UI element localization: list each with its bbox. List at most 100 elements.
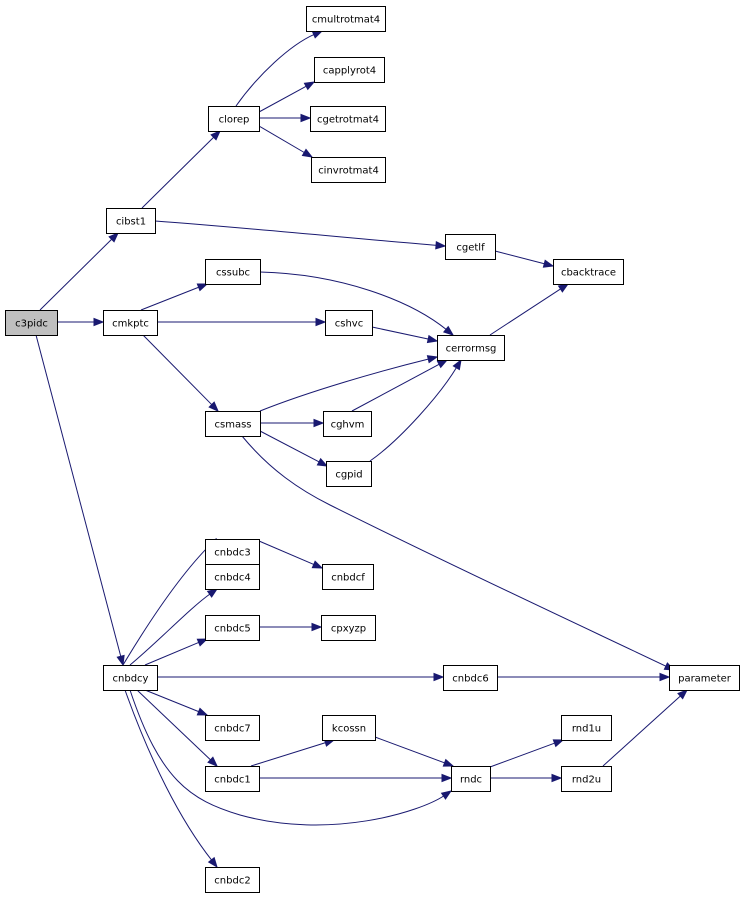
node-box [106, 208, 156, 234]
node-parameter[interactable]: parameter [669, 665, 740, 691]
node-cnbdcy[interactable]: cnbdcy [103, 665, 158, 691]
node-box [205, 766, 260, 792]
edge-c3pidc-to-cibst1 [39, 232, 119, 311]
node-cnbdc4[interactable]: cnbdc4 [205, 564, 260, 590]
node-box [326, 461, 372, 487]
node-label: kcossn [332, 724, 366, 735]
node-label: rnd2u [572, 775, 601, 786]
node-cssubc[interactable]: cssubc [205, 259, 261, 285]
node-cinvrotmat4[interactable]: cinvrotmat4 [311, 157, 386, 183]
node-cgetlf[interactable]: cgetlf [445, 234, 496, 260]
node-cmultrotmat4[interactable]: cmultrotmat4 [306, 6, 386, 32]
node-cnbdc6[interactable]: cnbdc6 [443, 665, 498, 691]
edge-csmass-to-cerrormsg [259, 355, 439, 412]
edge-cnbdcy-to-cnbdc2 [124, 689, 218, 869]
edge-kcossn-to-rndc [374, 736, 455, 767]
node-cpxyzp[interactable]: cpxyzp [321, 615, 376, 641]
node-box [561, 715, 612, 741]
edge-cnbdcy-to-cnbdc3 [122, 538, 217, 666]
edge-cmkptc-to-cssubc [140, 283, 209, 311]
edge-cnbdc1-to-rndc [259, 773, 453, 783]
edge-cgetlf-to-cbacktrace [494, 250, 555, 268]
node-box [321, 615, 376, 641]
edge-clorep-to-cinvrotmat4 [258, 125, 314, 158]
node-layer: c3pidc cibst1 clorep cmultrotmat4 capplyrot4… [5, 6, 740, 893]
node-label: cpxyzp [331, 624, 366, 635]
edge-cghvm-to-cerrormsg [351, 359, 449, 412]
edge-rndc-to-rnd1u [489, 739, 565, 768]
node-clorep[interactable]: clorep [208, 106, 260, 132]
node-label: cgpid [335, 470, 362, 481]
node-box [669, 665, 740, 691]
node-label: cnbdcf [331, 573, 365, 584]
edge-rnd2u-to-parameter [602, 689, 689, 767]
node-box [437, 335, 505, 361]
node-cbacktrace[interactable]: cbacktrace [553, 259, 624, 285]
node-label: cnbdc1 [214, 775, 250, 786]
edge-csmass-to-parameter [241, 435, 676, 671]
node-label: rndc [460, 775, 482, 786]
node-box [5, 310, 58, 336]
node-label: cbacktrace [561, 268, 616, 279]
node-label: cmkptc [112, 319, 149, 330]
edge-cnbdcy-to-cnbdc4 [129, 588, 219, 666]
node-cghvm[interactable]: cghvm [323, 411, 372, 437]
edge-cnbdcy-to-rndc [129, 689, 453, 826]
edge-cnbdcy-to-cnbdc6 [157, 672, 445, 682]
node-cnbdc7[interactable]: cnbdc7 [205, 715, 260, 741]
edge-cnbdcy-to-cnbdc1 [136, 689, 219, 767]
node-cmkptc[interactable]: cmkptc [103, 310, 158, 336]
node-label: cssubc [216, 268, 250, 279]
node-cnbdcf[interactable]: cnbdcf [322, 564, 374, 590]
edge-cssubc-to-cerrormsg [259, 271, 455, 336]
node-label: cibst1 [116, 217, 146, 228]
node-box [553, 259, 624, 285]
node-box [322, 564, 374, 590]
edge-cnbdc6-to-parameter [497, 672, 671, 682]
node-rndc[interactable]: rndc [451, 766, 491, 792]
node-label: cnbdc3 [214, 548, 250, 559]
node-box [103, 665, 158, 691]
node-cnbdc3[interactable]: cnbdc3 [205, 539, 260, 565]
node-label: csmass [215, 420, 252, 431]
node-cnbdc5[interactable]: cnbdc5 [205, 615, 260, 641]
node-box [103, 310, 158, 336]
node-cshvc[interactable]: cshvc [325, 310, 373, 336]
node-box [443, 665, 498, 691]
edge-csmass-to-cgpid [259, 430, 329, 467]
node-rnd2u[interactable]: rnd2u [561, 766, 612, 792]
edge-cnbdc5-to-cpxyzp [259, 622, 323, 632]
node-label: cmultrotmat4 [312, 15, 380, 26]
node-cgpid[interactable]: cgpid [326, 461, 372, 487]
edge-cmkptc-to-cshvc [157, 317, 327, 327]
node-kcossn[interactable]: kcossn [322, 715, 376, 741]
node-label: capplyrot4 [323, 66, 376, 77]
node-box [205, 564, 260, 590]
node-box [314, 57, 385, 83]
node-rnd1u[interactable]: rnd1u [561, 715, 612, 741]
node-box [205, 867, 260, 893]
node-cgetrotmat4[interactable]: cgetrotmat4 [310, 106, 386, 132]
node-label: cnbdcy [113, 674, 149, 685]
node-label: cgetrotmat4 [317, 115, 379, 126]
node-capplyrot4[interactable]: capplyrot4 [314, 57, 385, 83]
node-cnbdc2[interactable]: cnbdc2 [205, 867, 260, 893]
node-box [323, 411, 372, 437]
node-cnbdc1[interactable]: cnbdc1 [205, 766, 260, 792]
node-box [561, 766, 612, 792]
edge-c3pidc-to-cnbdcy [35, 334, 125, 667]
node-c3pidc[interactable]: c3pidc [5, 310, 58, 336]
edge-cibst1-to-clorep [141, 130, 221, 209]
node-csmass[interactable]: csmass [205, 411, 261, 437]
edge-cgpid-to-cerrormsg [369, 358, 462, 462]
edge-cmkptc-to-csmass [142, 334, 219, 412]
node-box [306, 6, 386, 32]
node-cibst1[interactable]: cibst1 [106, 208, 156, 234]
node-label: cnbdc2 [214, 876, 250, 887]
edge-cibst1-to-cgetlf [154, 220, 447, 250]
node-label: cinvrotmat4 [318, 166, 379, 177]
edge-cnbdcy-to-cnbdc5 [144, 638, 209, 666]
node-cerrormsg[interactable]: cerrormsg [437, 335, 505, 361]
edge-cnbdc3-to-cnbdcf [258, 540, 324, 569]
edge-clorep-to-cgetrotmat4 [259, 113, 312, 123]
